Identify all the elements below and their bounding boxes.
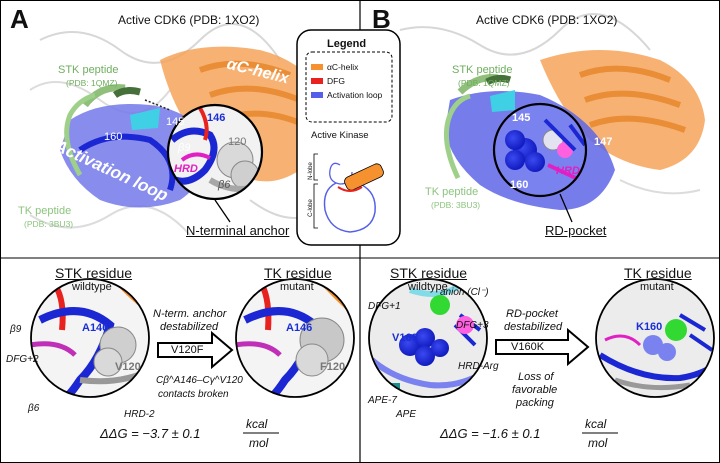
kinase-title: Active Kinase — [311, 130, 369, 141]
circle-b1-ape: APE — [396, 409, 417, 420]
circle-b2-res: K160 — [636, 321, 663, 333]
panel-a-letter: A — [10, 4, 29, 34]
circle-a1-res: A146 — [82, 322, 109, 334]
arrow-a-top: N-term. anchor — [153, 308, 227, 320]
mutation-arrow-b — [495, 327, 590, 367]
panel-b-letter: B — [372, 4, 391, 34]
stk-peptide-label-a: STK peptide — [58, 64, 119, 76]
legend-title: Legend — [327, 38, 367, 50]
circle-b1-dfg3: DFG+3 — [456, 320, 489, 331]
panel-a-structure — [29, 23, 351, 241]
legend-item-dfg: DFG — [327, 76, 345, 86]
arrow-b-bottom2: favorable — [512, 384, 558, 396]
legend-box — [296, 29, 401, 246]
arrow-b-top2: destabilized — [504, 321, 563, 333]
beta9-a: β9 — [178, 142, 191, 154]
mutation-a: V120F — [171, 344, 204, 356]
circle-b1-dfg1: DFG+1 — [368, 301, 401, 312]
stk-sub-a: wildtype — [72, 281, 112, 293]
stk-peptide-pdb-a: (PDB: 1QMZ) — [66, 78, 118, 88]
rd-pocket-callout: RD-pocket — [545, 223, 607, 238]
circle-a1-res2: V120 — [115, 361, 141, 373]
circle-b1-ape7: APE-7 — [368, 395, 397, 406]
res-120-a: 120 — [228, 136, 247, 148]
tk-header-b: TK residue — [624, 265, 692, 281]
arrow-b-bottom3: packing — [516, 397, 554, 409]
c-lobe-label: C-lobe — [307, 199, 314, 217]
zoom-circle-b-wildtype — [368, 278, 488, 398]
ddg-a-unit-num: kcal — [246, 417, 268, 431]
zoom-circle-a-mutant — [235, 278, 355, 398]
circle-b1-res: V160 — [392, 332, 418, 344]
circle-a1-hrd2: HRD-2 — [124, 409, 155, 420]
tk-sub-a: mutant — [280, 281, 314, 293]
hrd-b: HRD — [556, 165, 580, 177]
zoom-circle-a-wildtype — [30, 278, 150, 398]
tk-peptide-label-a: TK peptide — [18, 205, 72, 217]
legend-item-activation-loop: Activation loop — [327, 90, 383, 100]
circle-a1-b6: β6 — [28, 403, 40, 414]
arrow-a-bottom: Cβ^A146–Cγ^V120 — [156, 375, 243, 386]
circle-b1-anion: anion (Cl⁻) — [440, 287, 489, 298]
tk-peptide-pdb-b: (PDB: 3BU3) — [431, 200, 481, 210]
beta6-a: β6 — [218, 179, 231, 191]
panel-b-structure — [399, 13, 705, 223]
mutation-b: V160K — [511, 341, 545, 353]
circle-b1-hrdarg: HRD-Arg — [458, 361, 499, 372]
arrow-a-bottom2: contacts broken — [158, 389, 229, 400]
res-160-b: 160 — [510, 179, 529, 191]
mutation-arrow-a — [157, 330, 234, 370]
circle-a1-b9: β9 — [10, 324, 22, 335]
res-160-a: 160 — [104, 131, 123, 143]
arrow-b-top: RD-pocket — [506, 308, 558, 320]
ddg-b-unit-den: mol — [588, 436, 608, 450]
res-146-a: 146 — [207, 112, 226, 124]
legend-item-ac-helix: αC-helix — [327, 62, 359, 72]
stk-header-a: STK residue — [55, 265, 133, 281]
res-147-b: 147 — [594, 136, 613, 148]
tk-peptide-pdb-a: (PDB: 3BU3) — [24, 219, 74, 229]
ddg-a-unit-den: mol — [249, 436, 269, 450]
ddg-b: ΔΔG = −1.6 ± 0.1 — [440, 426, 541, 441]
panel-a-title: Active CDK6 (PDB: 1XO2) — [118, 13, 260, 27]
stk-header-b: STK residue — [390, 265, 468, 281]
tk-header-a: TK residue — [264, 265, 332, 281]
arrow-b-bottom: Loss of — [518, 371, 554, 383]
ddg-a: ΔΔG = −3.7 ± 0.1 — [100, 426, 201, 441]
circle-a1-dfg2: DFG+2 — [6, 354, 39, 365]
panel-b-title: Active CDK6 (PDB: 1XO2) — [476, 13, 618, 27]
res-145-b: 145 — [512, 112, 531, 124]
n-terminal-anchor-callout: N-terminal anchor — [186, 223, 290, 238]
stk-sub-b: wildtype — [408, 281, 448, 293]
circle-a2-res: A146 — [286, 322, 313, 334]
circle-a2-res2: F120 — [320, 361, 346, 373]
n-lobe-label: N-lobe — [307, 162, 314, 180]
tk-sub-b: mutant — [640, 281, 674, 293]
arrow-a-top2: destabilized — [160, 321, 219, 333]
stk-peptide-label-b: STK peptide — [452, 64, 513, 76]
zoom-circle-b-mutant — [595, 278, 715, 398]
stk-peptide-pdb-b: (PDB: 1QMZ) — [458, 78, 510, 88]
res-145-a: 145 — [166, 116, 185, 128]
tk-peptide-label-b: TK peptide — [425, 186, 479, 198]
hrd-a: HRD — [174, 163, 198, 175]
ddg-b-unit-num: kcal — [585, 417, 607, 431]
